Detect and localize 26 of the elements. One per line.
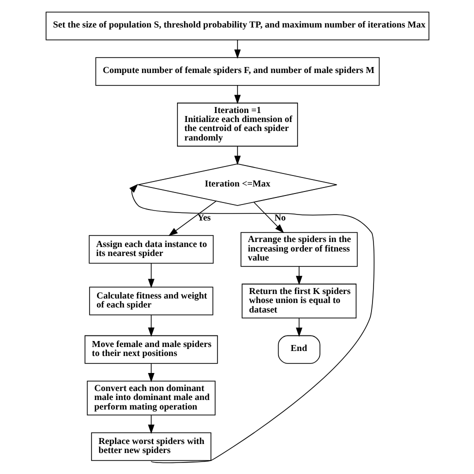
arrow bbox=[234, 145, 240, 164]
arrow bbox=[234, 84, 240, 104]
arrow bbox=[295, 266, 302, 285]
node-box: Convert each non dominant male into dominant male and perform mating operation bbox=[86, 380, 216, 415]
node-box: End bbox=[277, 334, 320, 364]
arrow bbox=[168, 200, 216, 236]
arrow bbox=[253, 202, 284, 233]
arrow bbox=[147, 262, 154, 288]
arrow bbox=[234, 39, 240, 58]
node-diamond: Iteration <=Max bbox=[137, 163, 337, 206]
arrow bbox=[295, 317, 302, 336]
node-box: Replace worst spiders with better new spiders bbox=[90, 432, 211, 460]
node-box: Compute number of female spiders F, and number of male spiders M bbox=[94, 56, 380, 86]
node-box: Iteration =1 Initialize each dimension of the centroid of each spider randomly bbox=[176, 102, 298, 146]
arrow bbox=[147, 362, 154, 382]
node-box: Set the size of population S, threshold probability TP, and maximum number of iterations Max bbox=[45, 11, 429, 40]
arrow bbox=[147, 414, 154, 434]
node-box: Calculate fitness and weight of each spider bbox=[88, 286, 213, 315]
node-box: Return the first K spiders whose union is equal to dataset bbox=[241, 283, 356, 318]
node-box: Arrange the spiders in the increasing order of fitness value bbox=[240, 232, 358, 266]
edge-label: Yes bbox=[196, 212, 210, 222]
edge-label: No bbox=[274, 212, 286, 222]
arrow bbox=[128, 183, 374, 463]
node-box: Move female and male spiders to their next positions bbox=[84, 334, 218, 364]
arrow bbox=[147, 314, 154, 336]
node-box: Assign each data instance to its nearest spider bbox=[88, 234, 214, 264]
